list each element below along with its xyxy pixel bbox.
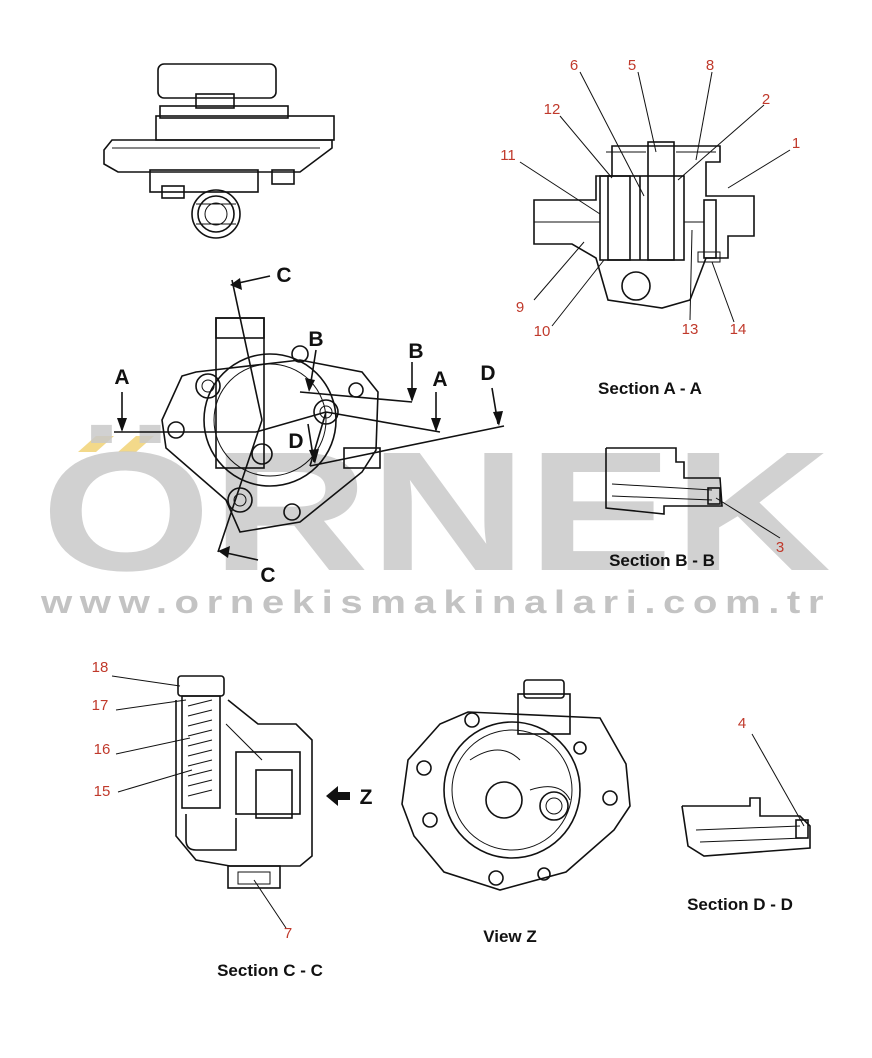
callout-10: 10	[534, 323, 551, 340]
callout-3: 3	[776, 539, 784, 556]
title-section-dd: Section D - D	[687, 895, 793, 914]
pump-side-view	[103, 63, 335, 239]
view-z-letter: Z	[360, 786, 373, 809]
title-section-bb: Section B - B	[609, 551, 715, 570]
callout-8: 8	[706, 57, 714, 74]
callout-18: 18	[92, 659, 109, 676]
callout-15: 15	[94, 783, 111, 800]
section-dd-drawing	[681, 733, 811, 857]
callout-17: 17	[92, 697, 109, 714]
callout-11: 11	[500, 147, 516, 164]
callout-16: 16	[94, 741, 111, 758]
watermark: ÖRNEK www.ornekismakinalari.com.tr	[40, 417, 831, 620]
watermark-accent-mark	[118, 436, 154, 452]
watermark-url: www.ornekismakinalari.com.tr	[40, 584, 831, 620]
cut-letter-c-bottom: C	[260, 564, 275, 587]
section-titles: Section A - A Section B - B Section C - …	[217, 379, 793, 980]
cut-letter-b-top: B	[308, 328, 323, 351]
cut-letter-b-right: B	[408, 340, 423, 363]
pump-front-view	[114, 275, 505, 561]
callout-2: 2	[762, 91, 770, 108]
callout-7: 7	[284, 925, 292, 942]
callout-1: 1	[792, 135, 800, 152]
view-z-drawing	[401, 679, 631, 891]
callout-6: 6	[570, 57, 578, 74]
title-view-z: View Z	[483, 927, 537, 946]
callout-12: 12	[544, 101, 561, 118]
callout-9: 9	[516, 299, 524, 316]
section-aa-drawing	[533, 141, 755, 309]
title-section-cc: Section C - C	[217, 961, 323, 980]
callout-14: 14	[730, 321, 747, 338]
cut-letter-d-left: D	[288, 430, 303, 453]
cut-letter-a-right: A	[432, 368, 447, 391]
view-z-arrow	[326, 786, 350, 806]
watermark-text: ÖRNEK	[41, 417, 831, 607]
cut-letters: A A B B C C D D Z	[114, 264, 495, 809]
callout-4: 4	[738, 715, 746, 732]
section-aa-leaders	[519, 71, 791, 327]
title-section-aa: Section A - A	[598, 379, 702, 398]
cut-letter-d-right: D	[480, 362, 495, 385]
section-bb-drawing	[605, 447, 781, 539]
callout-13: 13	[682, 321, 699, 338]
section-cc-drawing	[111, 675, 350, 929]
cut-letter-c-top: C	[276, 264, 291, 287]
callouts: 1 2 3 4 5 6 7 8 9 10 11 12 13 14 15 16 1…	[92, 57, 801, 942]
cut-letter-a-left: A	[114, 366, 129, 389]
callout-5: 5	[628, 57, 636, 74]
watermark-accent-mark	[78, 436, 114, 452]
